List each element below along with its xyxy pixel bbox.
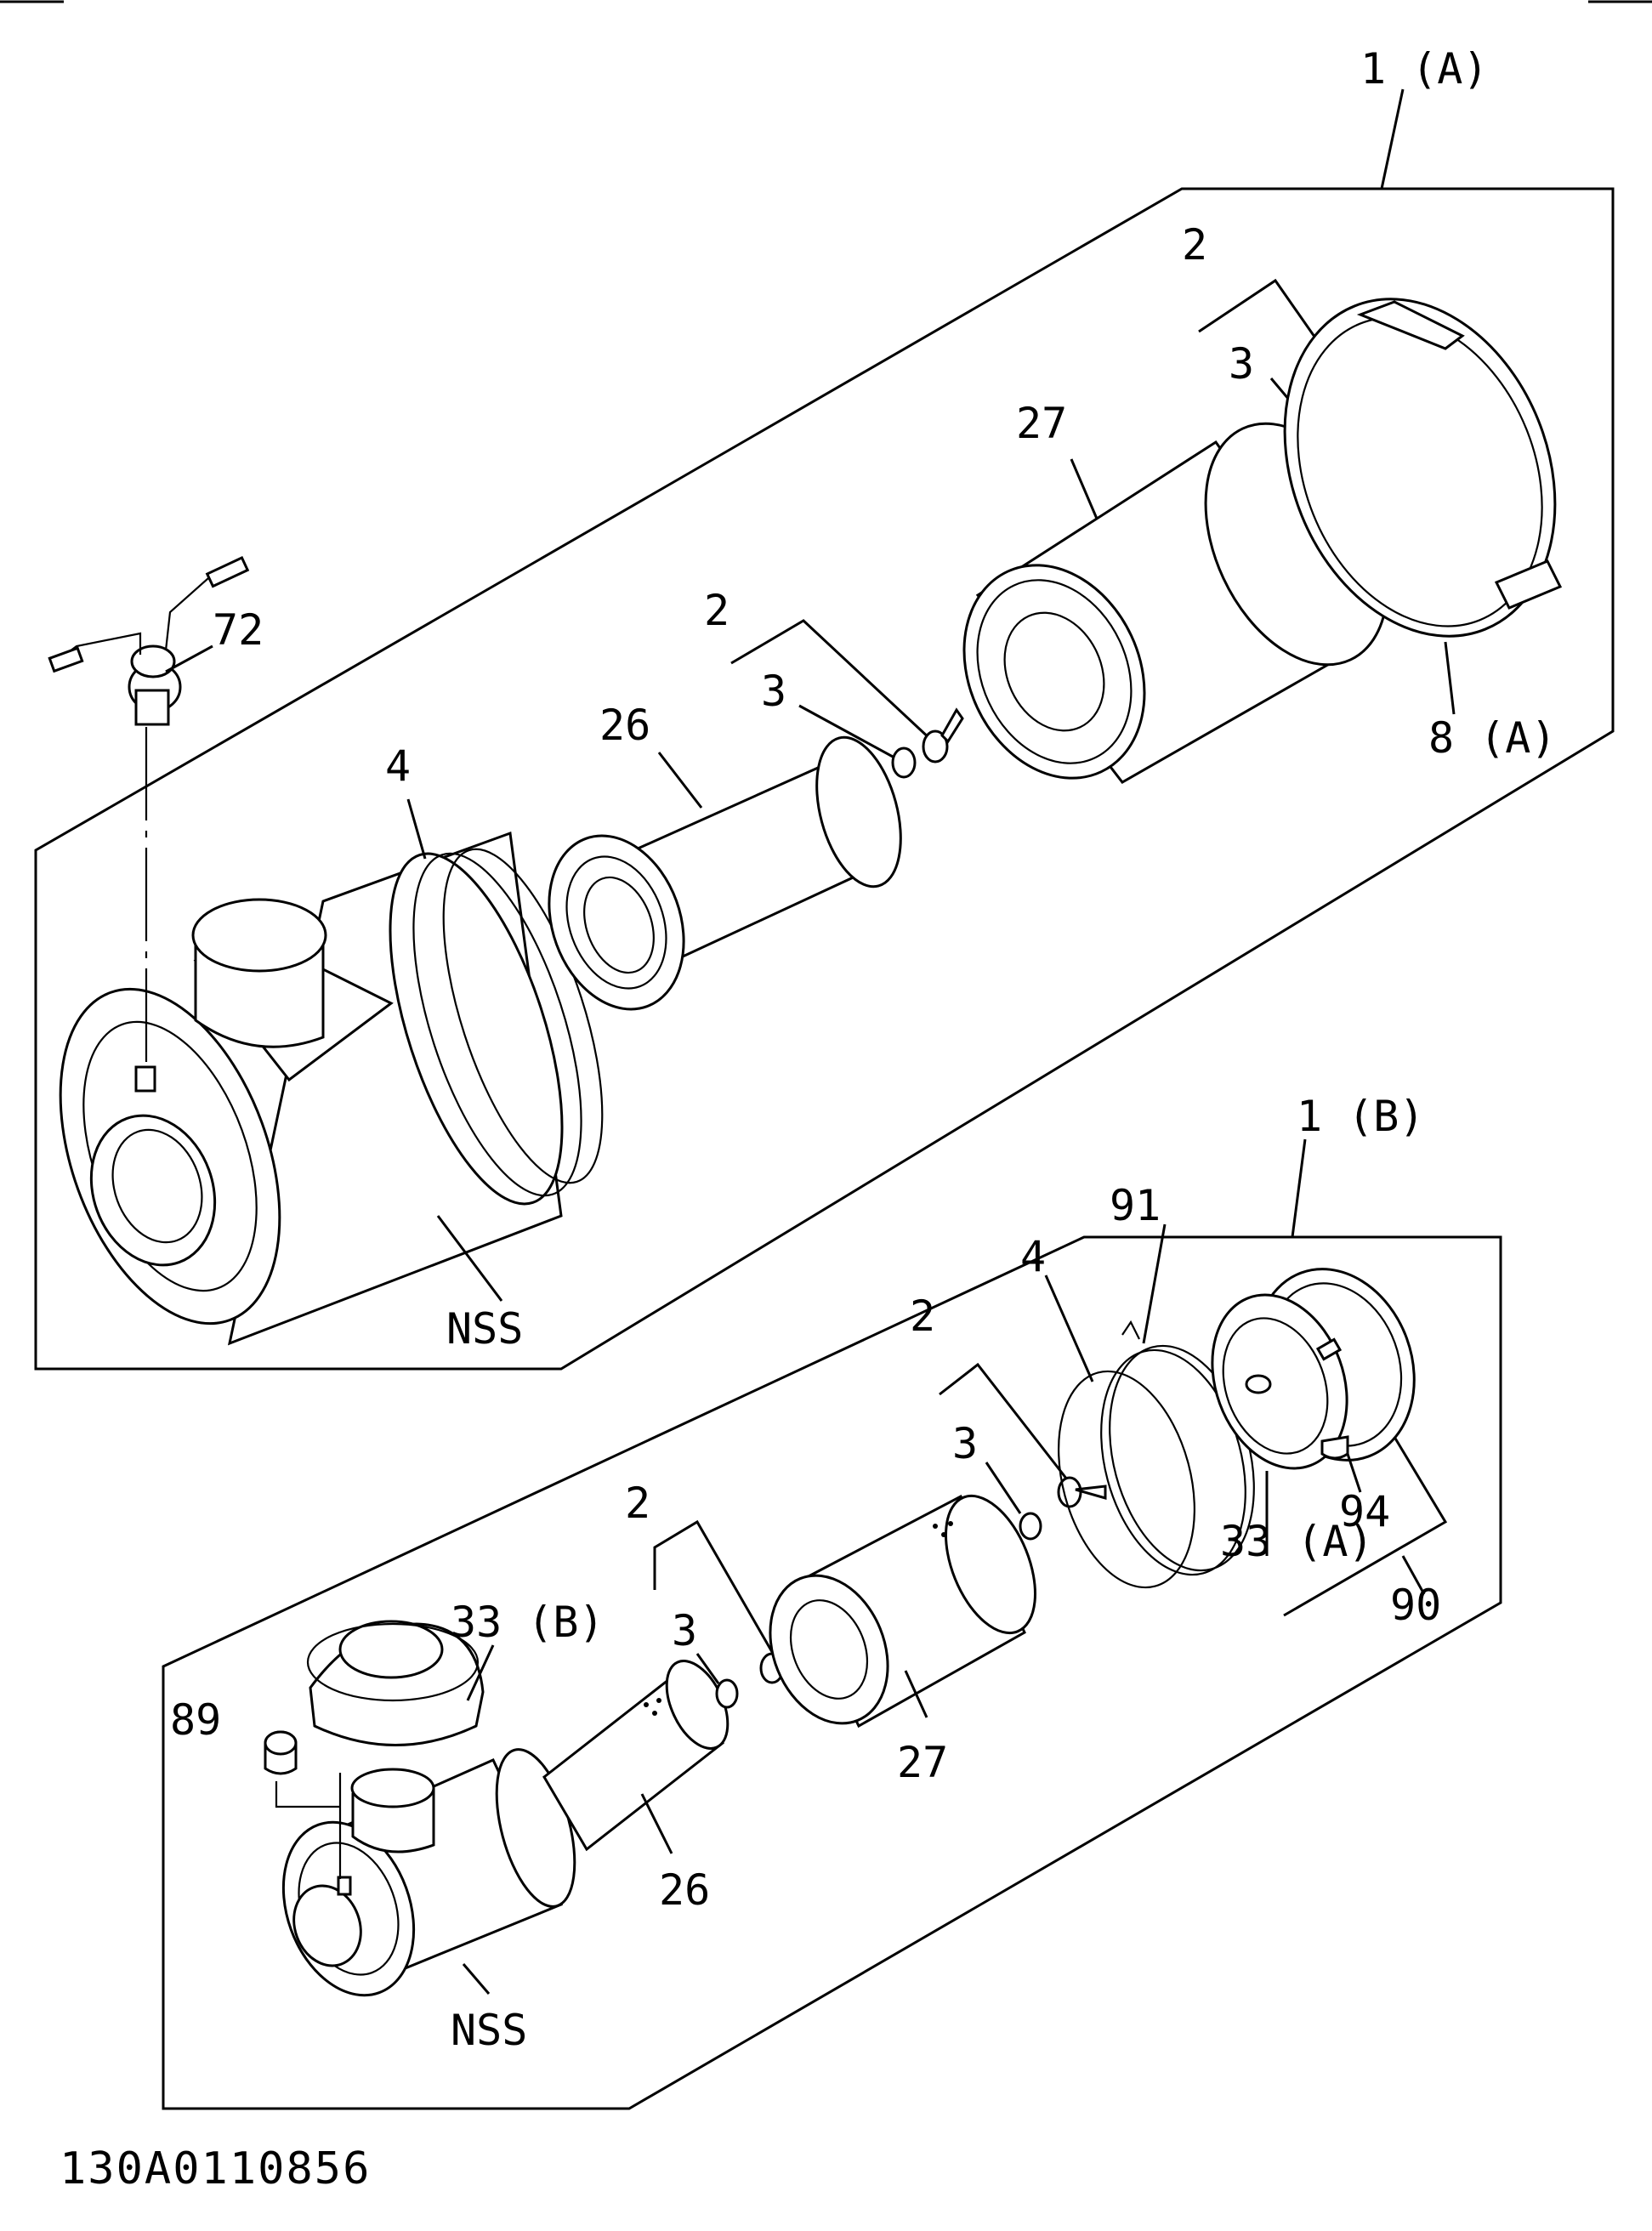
callout-94: 94 — [1339, 1487, 1390, 1536]
leader-nss-b — [462, 1963, 491, 1995]
callout-2-b-mid: 2 — [625, 1479, 650, 1528]
assembly-b-frame — [162, 1235, 1502, 2110]
cover-assembly-b — [1211, 1268, 1416, 1470]
callout-27-a: 27 — [1016, 399, 1067, 448]
leader-2-a-mid — [730, 619, 933, 741]
air-cleaner-housing-a — [59, 831, 604, 1346]
leader-26-a — [657, 752, 703, 809]
leader-91 — [1142, 1223, 1167, 1344]
leader-72 — [165, 644, 213, 673]
callout-2-b-top: 2 — [910, 1291, 935, 1341]
callout-33a: 33 (A) — [1220, 1517, 1374, 1566]
assembly-a-label: 1 (A) — [1360, 44, 1489, 94]
leader-27-b — [904, 1670, 928, 1718]
callout-4-b: 4 — [1020, 1232, 1046, 1281]
assembly-b-label: 1 (B) — [1297, 1092, 1425, 1141]
precleaner-b — [306, 1620, 485, 1746]
restriction-indicator — [48, 556, 250, 1071]
callout-90: 90 — [1390, 1581, 1441, 1630]
plug-port — [337, 1876, 352, 1896]
callout-2-a-mid: 2 — [704, 586, 729, 635]
callout-nss-b: NSS — [451, 2006, 527, 2055]
wing-nut-a-mid — [922, 707, 964, 764]
callout-72: 72 — [213, 605, 264, 655]
washer-a-mid — [891, 747, 917, 779]
assembly-a: 1 (A) 72 — [34, 44, 1615, 1371]
leader-nss-a — [436, 1215, 503, 1302]
callout-26-b: 26 — [659, 1865, 710, 1915]
leader-3-a-mid — [798, 704, 894, 758]
leader-27-a — [1070, 458, 1098, 519]
callout-91: 91 — [1110, 1181, 1161, 1230]
leader-89-link — [275, 1781, 340, 1808]
wing-nut-b-top — [1057, 1476, 1107, 1508]
leader-33b — [466, 1644, 495, 1701]
leader-2-b-top — [939, 1362, 1069, 1480]
callout-4-a: 4 — [385, 741, 411, 791]
gasket-b — [1058, 1370, 1195, 1589]
leader-3-b-mid — [695, 1653, 720, 1684]
indicator-port — [134, 1065, 156, 1093]
callout-2-a-top: 2 — [1182, 220, 1207, 270]
callout-33b: 33 (B) — [451, 1598, 605, 1647]
washer-b-mid — [715, 1678, 739, 1709]
cover-a — [1283, 298, 1563, 638]
leader-94 — [1346, 1453, 1362, 1493]
outer-element-b — [769, 1494, 1036, 1729]
assembly-b: 1 (B) 33 (B) 89 — [162, 1092, 1502, 2110]
leader-2-b-mid — [653, 1519, 780, 1663]
callout-89: 89 — [170, 1695, 221, 1745]
callout-3-b-mid: 3 — [672, 1606, 697, 1655]
leader-8a — [1444, 641, 1456, 715]
callout-27-b: 27 — [897, 1738, 948, 1787]
leader-26-b — [640, 1793, 673, 1854]
callout-3-a-top: 3 — [1229, 339, 1254, 389]
callout-26-a: 26 — [599, 701, 650, 750]
callout-3-b-top: 3 — [952, 1419, 978, 1468]
plug-89 — [264, 1730, 298, 1775]
inner-element-a — [548, 735, 902, 1011]
assembly-a-leader — [1380, 88, 1405, 190]
callout-3-a-mid: 3 — [761, 667, 786, 716]
leader-4-b — [1044, 1274, 1094, 1382]
inner-element-b — [542, 1660, 729, 1852]
callout-nss-a: NSS — [446, 1304, 523, 1354]
drawing-number: 130A0110856 — [60, 2143, 371, 2194]
leader-90 — [1283, 1436, 1448, 1617]
assembly-a-frame — [34, 187, 1615, 1371]
washer-b-top — [1019, 1512, 1042, 1541]
leader-3-b-top — [985, 1462, 1022, 1514]
callout-8a: 8 (A) — [1428, 713, 1557, 763]
leader-4-a — [406, 798, 427, 860]
outer-element-a — [962, 422, 1389, 784]
leader-90-tail — [1401, 1555, 1426, 1595]
assembly-b-leader — [1291, 1138, 1307, 1238]
air-cleaner-housing-b — [281, 1748, 576, 1997]
